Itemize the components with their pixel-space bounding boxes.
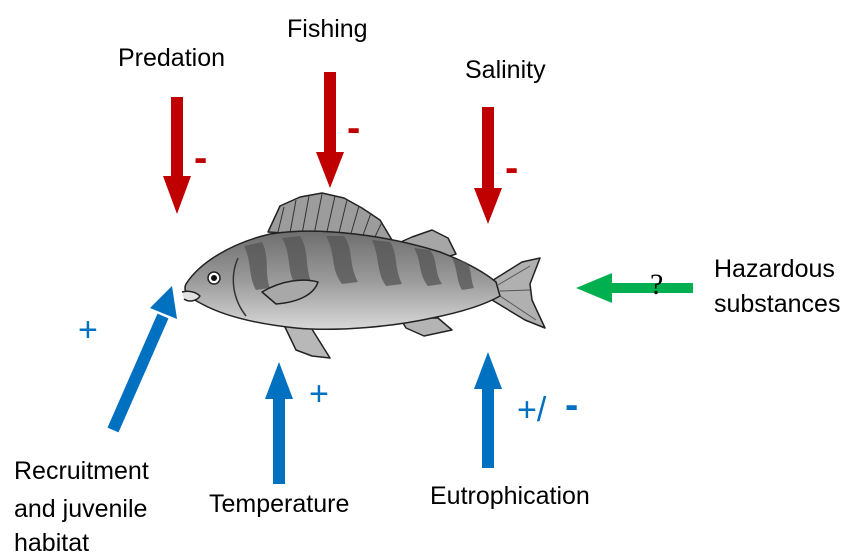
recruitment-effect-sign: + xyxy=(78,313,98,347)
hazardous-effect-sign: ? xyxy=(650,270,663,300)
salinity-effect-sign: - xyxy=(505,148,518,188)
temperature-label: Temperature xyxy=(209,489,349,519)
eutrophication-label: Eutrophication xyxy=(430,481,590,511)
eutrophication-effect-minus: - xyxy=(565,385,578,425)
fishing-effect-sign: - xyxy=(347,108,360,148)
recruitment-label-line2: and juvenile xyxy=(14,494,147,524)
predation-effect-sign: - xyxy=(194,138,207,178)
salinity-arrow xyxy=(474,107,502,224)
hazardous-label-line2: substances xyxy=(714,289,840,319)
hazardous-arrow xyxy=(576,273,693,303)
fishing-label: Fishing xyxy=(287,14,368,44)
predation-label: Predation xyxy=(118,43,225,73)
fishing-arrow xyxy=(316,72,344,188)
eutrophication-arrow xyxy=(474,352,502,468)
recruitment-arrow xyxy=(113,286,177,430)
perch-fish-icon xyxy=(182,193,545,358)
hazardous-label-line1: Hazardous xyxy=(714,254,835,284)
temperature-arrow xyxy=(265,362,293,484)
predation-arrow xyxy=(163,97,191,214)
salinity-label: Salinity xyxy=(465,55,546,85)
recruitment-label-line3: habitat xyxy=(14,528,89,558)
temperature-effect-sign: + xyxy=(309,377,329,411)
eutrophication-effect-plus: +/ xyxy=(517,393,546,427)
recruitment-label-line1: Recruitment xyxy=(14,456,149,486)
